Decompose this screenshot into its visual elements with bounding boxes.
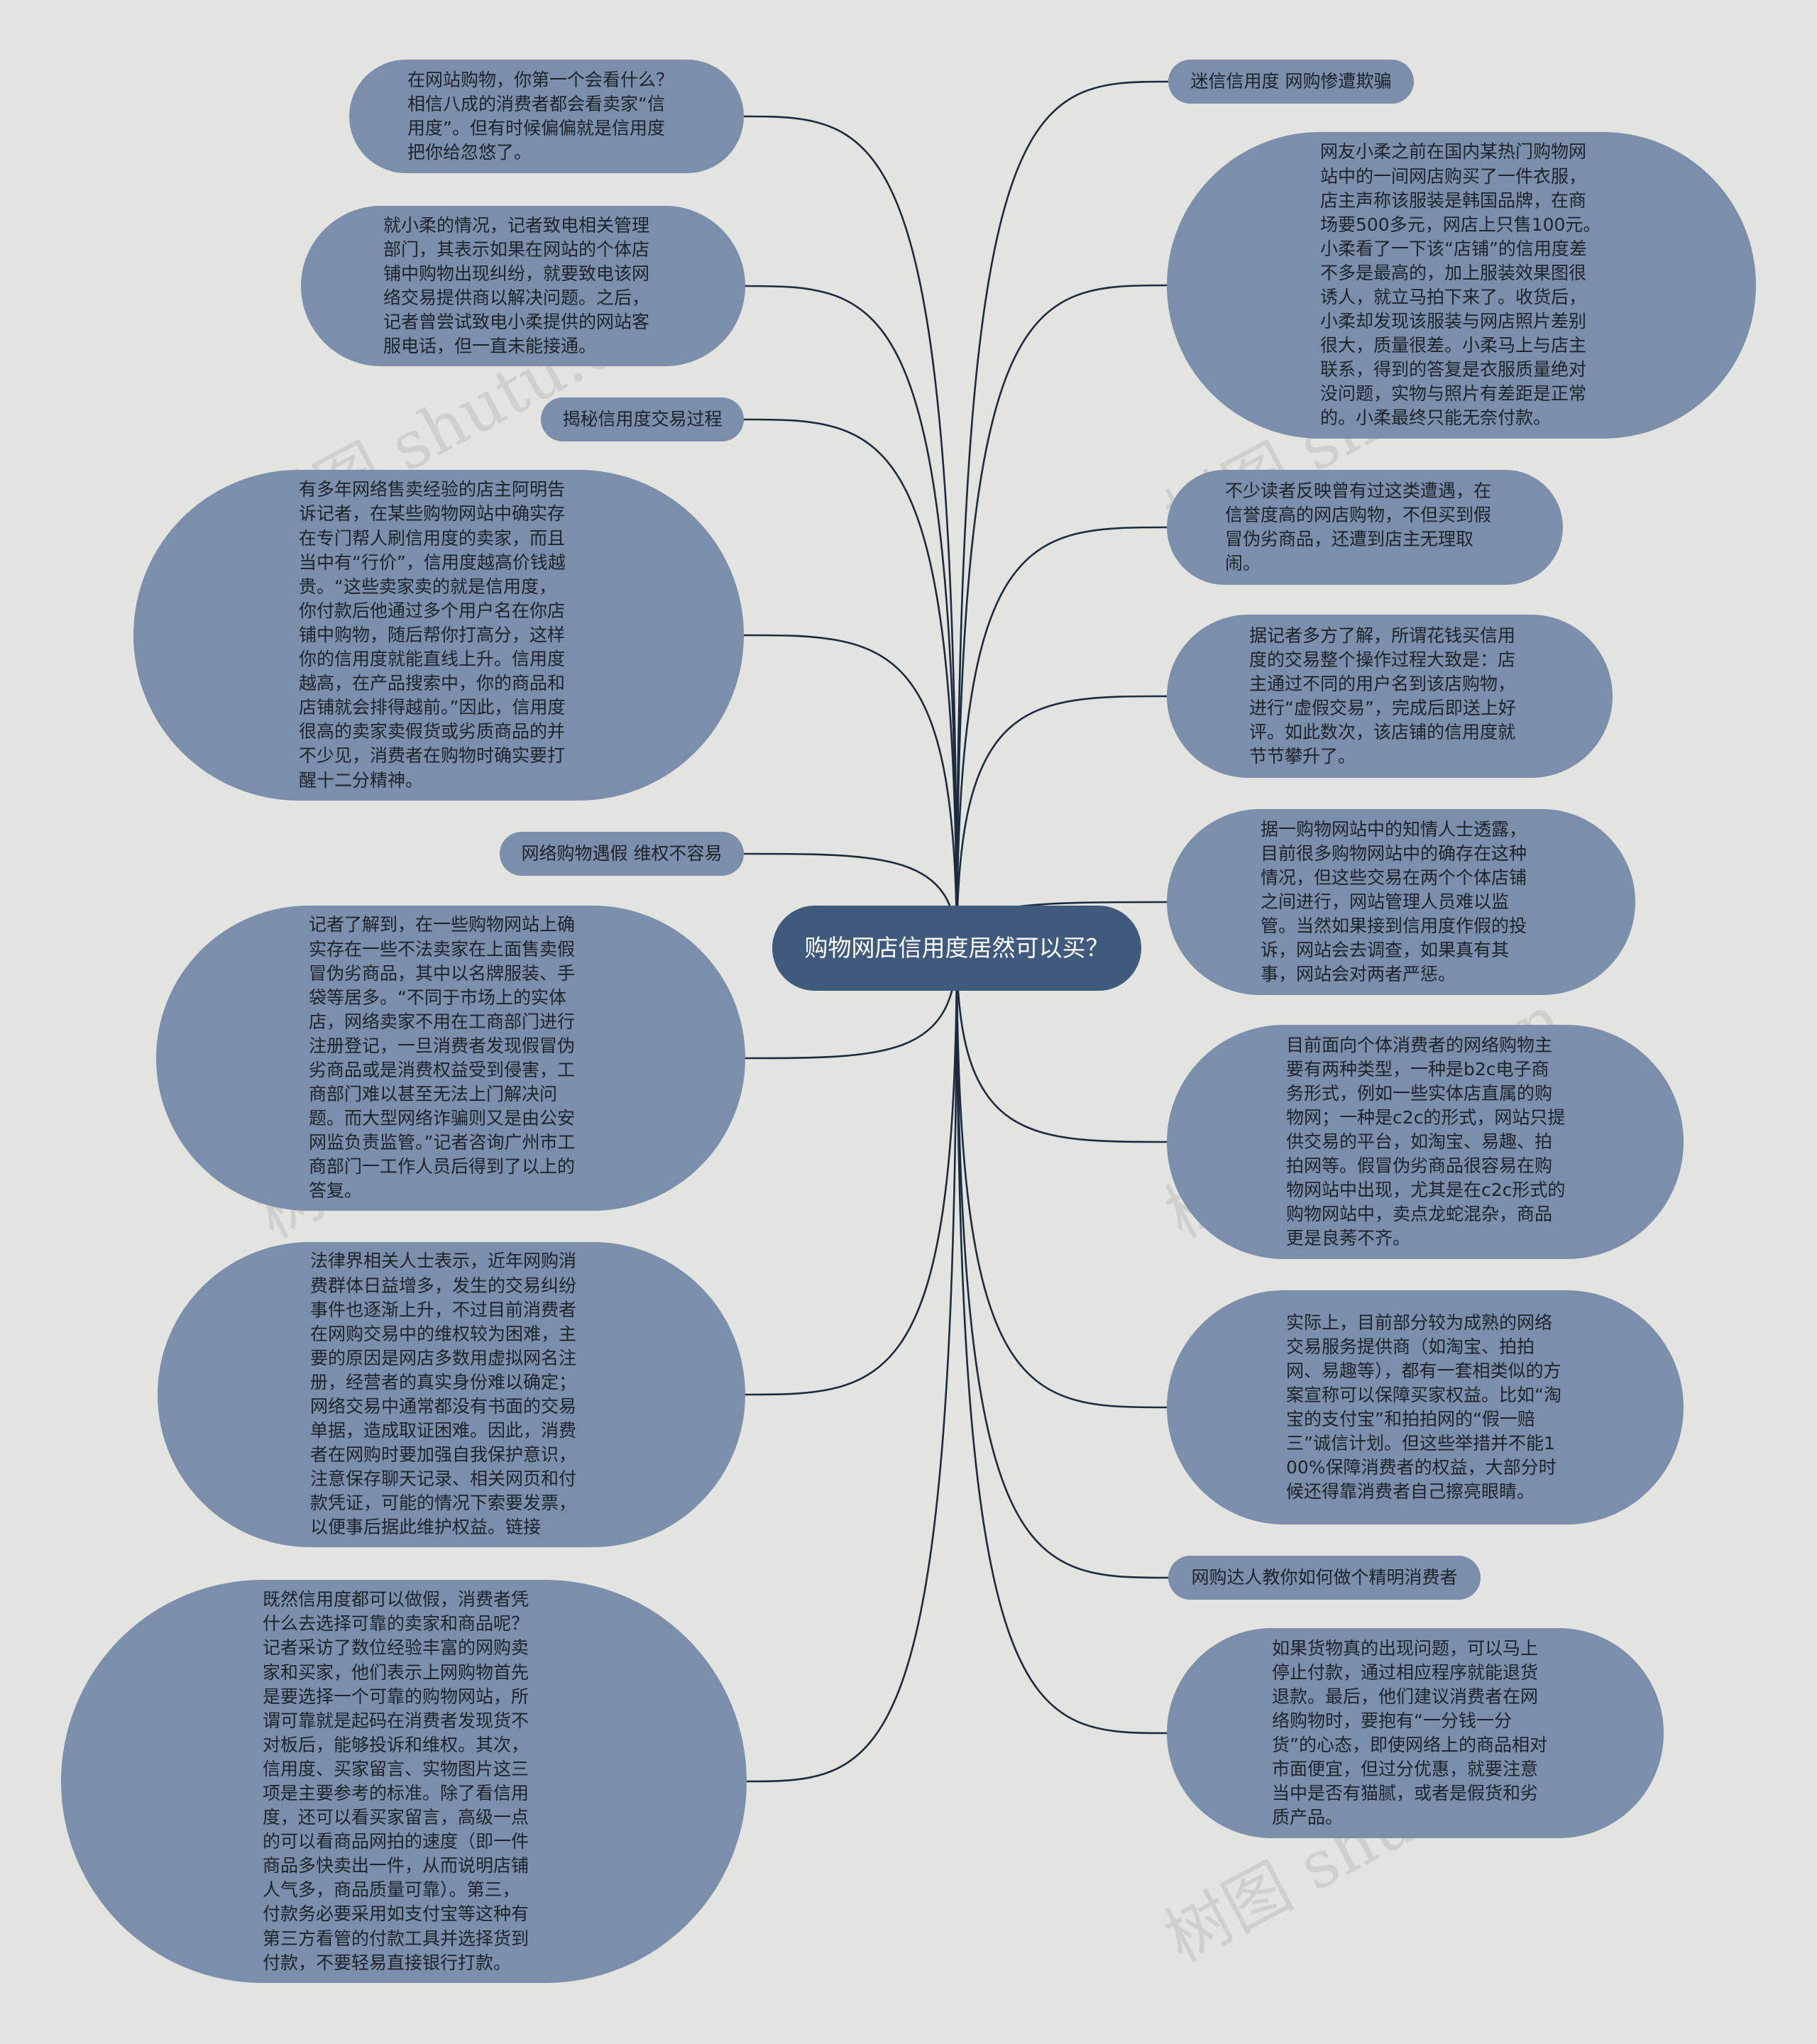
branch-right-1[interactable]: 迷信信用度 网购惨遭欺骗 [1168,60,1414,104]
branch-text: 网友小柔之前在国内某热门购物网站中的一间网店购买了一件衣服，店主声称该服装是韩国… [1320,141,1601,429]
branch-left-7[interactable]: 法律界相关人士表示，近年网购消费群体日益增多，发生的交易纠纷事件也逐渐上升，不过… [158,1242,745,1547]
branch-text: 网购达人教你如何做个精明消费者 [1191,1567,1458,1588]
branch-text: 在网站购物，你第一个会看什么？相信八成的消费者都会看卖家“信用度”。但有时候偏偏… [407,69,674,163]
branch-text: 据记者多方了解，所谓花钱买信用度的交易整个操作过程大致是：店主通过不同的用户名到… [1249,625,1516,767]
root-topic[interactable]: 购物网店信用度居然可以买？ [772,906,1141,991]
branch-text: 有多年网络售卖经验的店主阿明告诉记者，在某些购物网站中确实存在专门帮人刷信用度的… [299,479,566,791]
connector-line [742,115,958,949]
branch-text: 记者了解到，在一些购物网站上确实存在一些不法卖家在上面售卖假冒伪劣商品，其中以名… [309,914,576,1202]
branch-left-3[interactable]: 揭秘信用度交易过程 [541,397,744,441]
branch-text: 揭秘信用度交易过程 [562,409,723,429]
branch-right-7[interactable]: 实际上，目前部分较为成熟的网络交易服务提供商（如淘宝、拍拍网、易趣等），都有一套… [1167,1290,1684,1524]
connector-line [745,947,958,1783]
branch-right-3[interactable]: 不少读者反映曾有过这类遭遇，在信誉度高的网店购物，不但买到假冒伪劣商品，还遭到店… [1167,470,1563,585]
connector-line [742,418,958,949]
branch-text: 目前面向个体消费者的网络购物主要有两种类型，一种是b2c电子商务形式，例如一些实… [1286,1034,1566,1249]
branch-text: 就小柔的情况，记者致电相关管理部门，其表示如果在网站的个体店铺中购物出现纠纷，就… [383,214,650,357]
connector-line [955,526,1169,949]
branch-text: 网络购物遇假 维权不容易 [521,843,723,864]
branch-text: 据一购物网站中的知情人士透露，目前很多购物网站中的确存在这种情况，但这些交易在两… [1261,818,1527,985]
branch-text: 迷信信用度 网购惨遭欺骗 [1190,71,1392,92]
branch-right-8[interactable]: 网购达人教你如何做个精明消费者 [1168,1556,1481,1600]
connector-line [955,80,1170,949]
branch-left-5[interactable]: 网络购物遇假 维权不容易 [500,832,744,876]
connector-line [955,947,1169,1735]
branch-left-2[interactable]: 就小柔的情况，记者致电相关管理部门，其表示如果在网站的个体店铺中购物出现纠纷，就… [301,206,745,366]
connector-line [955,947,1170,1579]
branch-right-2[interactable]: 网友小柔之前在国内某热门购物网站中的一间网店购买了一件衣服，店主声称该服装是韩国… [1167,132,1756,439]
root-title: 购物网店信用度居然可以买？ [804,934,1109,962]
connector-line [955,947,1169,1409]
branch-right-9[interactable]: 如果货物真的出现问题，可以马上停止付款，通过相应程序就能退货退款。最后，他们建议… [1167,1628,1664,1838]
branch-text: 实际上，目前部分较为成熟的网络交易服务提供商（如淘宝、拍拍网、易趣等），都有一套… [1286,1312,1561,1502]
branch-text: 不少读者反映曾有过这类遭遇，在信誉度高的网店购物，不但买到假冒伪劣商品，还遭到店… [1225,480,1492,574]
branch-left-4[interactable]: 有多年网络售卖经验的店主阿明告诉记者，在某些购物网站中确实存在专门帮人刷信用度的… [133,470,744,801]
branch-left-6[interactable]: 记者了解到，在一些购物网站上确实存在一些不法卖家在上面售卖假冒伪劣商品，其中以名… [156,906,745,1211]
branch-text: 法律界相关人士表示，近年网购消费群体日益增多，发生的交易纠纷事件也逐渐上升，不过… [310,1251,577,1538]
connector-line [743,947,958,1396]
connector-line [955,284,1169,949]
branch-right-5[interactable]: 据一购物网站中的知情人士透露，目前很多购物网站中的确存在这种情况，但这些交易在两… [1167,809,1635,995]
connector-line [743,285,958,949]
connector-line [955,695,1169,949]
branch-right-6[interactable]: 目前面向个体消费者的网络购物主要有两种类型，一种是b2c电子商务形式，例如一些实… [1167,1025,1684,1259]
branch-left-1[interactable]: 在网站购物，你第一个会看什么？相信八成的消费者都会看卖家“信用度”。但有时候偏偏… [349,60,744,173]
branch-left-8[interactable]: 既然信用度都可以做假，消费者凭什么去选择可靠的卖家和商品呢？记者采访了数位经验丰… [61,1580,747,1983]
branch-text: 既然信用度都可以做假，消费者凭什么去选择可靠的卖家和商品呢？记者采访了数位经验丰… [263,1589,529,1973]
branch-right-4[interactable]: 据记者多方了解，所谓花钱买信用度的交易整个操作过程大致是：店主通过不同的用户名到… [1167,615,1613,778]
branch-text: 如果货物真的出现问题，可以马上停止付款，通过相应程序就能退货退款。最后，他们建议… [1272,1637,1547,1828]
connector-line [955,947,1169,1143]
connector-line [742,634,958,949]
